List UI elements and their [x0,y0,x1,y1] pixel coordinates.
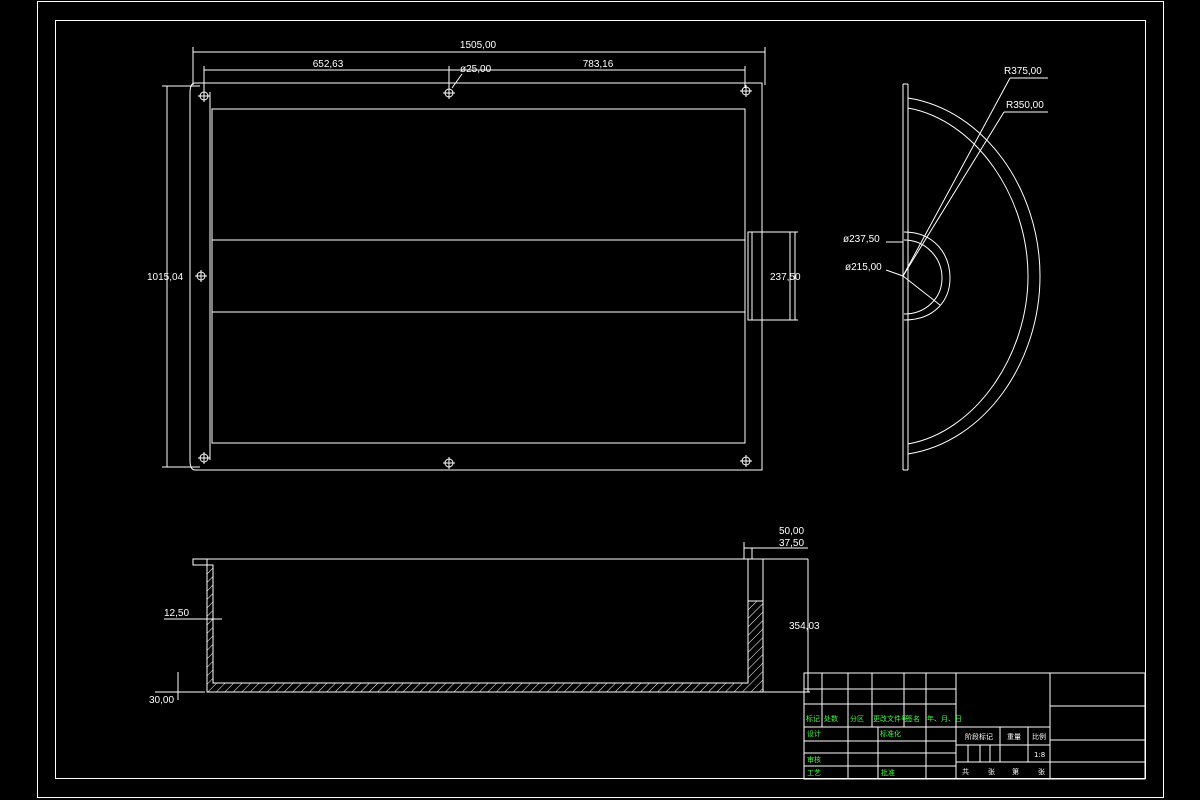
tb-scale-value: 1:8 [1034,751,1045,759]
tb-stage-mark: 阶段标记 [965,732,993,741]
dim-left-segment: 652,63 [313,59,344,70]
section-hatched-wall [206,564,764,693]
tb-design: 设计 [807,729,821,738]
dim-flange-width: 50,00 [779,526,804,537]
inner-frame [55,20,1146,779]
dim-flange-inner: 37,50 [779,538,804,549]
tb-header-3: 更改文件号 [873,714,908,723]
dim-wall-thickness: 12,50 [164,608,189,619]
plan-port [747,231,791,321]
tb-scale-label: 比例 [1032,732,1046,741]
plan-outer-outline [189,82,763,471]
plan-view: 1505,00 652,63 783,16 ø25,00 1015,04 237… [147,40,801,471]
tb-standard: 标准化 [880,729,901,738]
tb-approve: 批准 [881,768,895,777]
dim-bottom-thickness: 30,00 [149,695,174,706]
bolt-hole-icon [195,85,752,469]
dim-overall-height: 1015,04 [147,272,184,283]
tb-header-2: 分区 [850,714,864,723]
plan-opening [211,108,746,444]
dim-right-segment: 783,16 [583,59,614,70]
dim-port-size: 237,50 [770,272,801,283]
tb-header-5: 年、月、日 [927,714,962,723]
side-outer-arc [907,97,1041,455]
tb-sheets-2: 第 [1012,767,1019,776]
dim-overall-width: 1505,00 [460,40,497,51]
dim-inner-radius: R350,00 [1006,100,1044,111]
tb-sheets-0: 共 [962,767,969,776]
side-inner-port-arc [903,239,943,315]
outer-frame [37,1,1164,798]
tb-sheets-3: 张 [1038,767,1045,776]
tb-process: 工艺 [807,769,821,777]
section-left-flange [192,558,208,566]
tb-header-4: 签名 [906,714,920,723]
tb-weight: 重量 [1007,733,1021,741]
dim-outer-dia: ø237,50 [843,234,880,245]
section-view: 50,00 37,50 12,50 354,03 30,00 [149,526,820,706]
dim-hole-dia: ø25,00 [460,64,492,75]
tb-sheets-1: 张 [988,767,995,776]
side-inner-arc [907,107,1029,445]
side-view: R375,00 R350,00 ø237,50 ø215,00 [843,66,1048,471]
dim-height: 354,03 [789,621,820,632]
tb-header-1: 处数 [824,714,838,723]
dim-outer-radius: R375,00 [1004,66,1042,77]
dim-inner-dia: ø215,00 [845,262,882,273]
title-block: 标记 处数 分区 更改文件号 签名 年、月、日 设计 标准化 审核 工艺 批准 … [803,672,1146,780]
tb-header-0: 标记 [806,714,820,723]
tb-review: 审核 [807,755,821,764]
